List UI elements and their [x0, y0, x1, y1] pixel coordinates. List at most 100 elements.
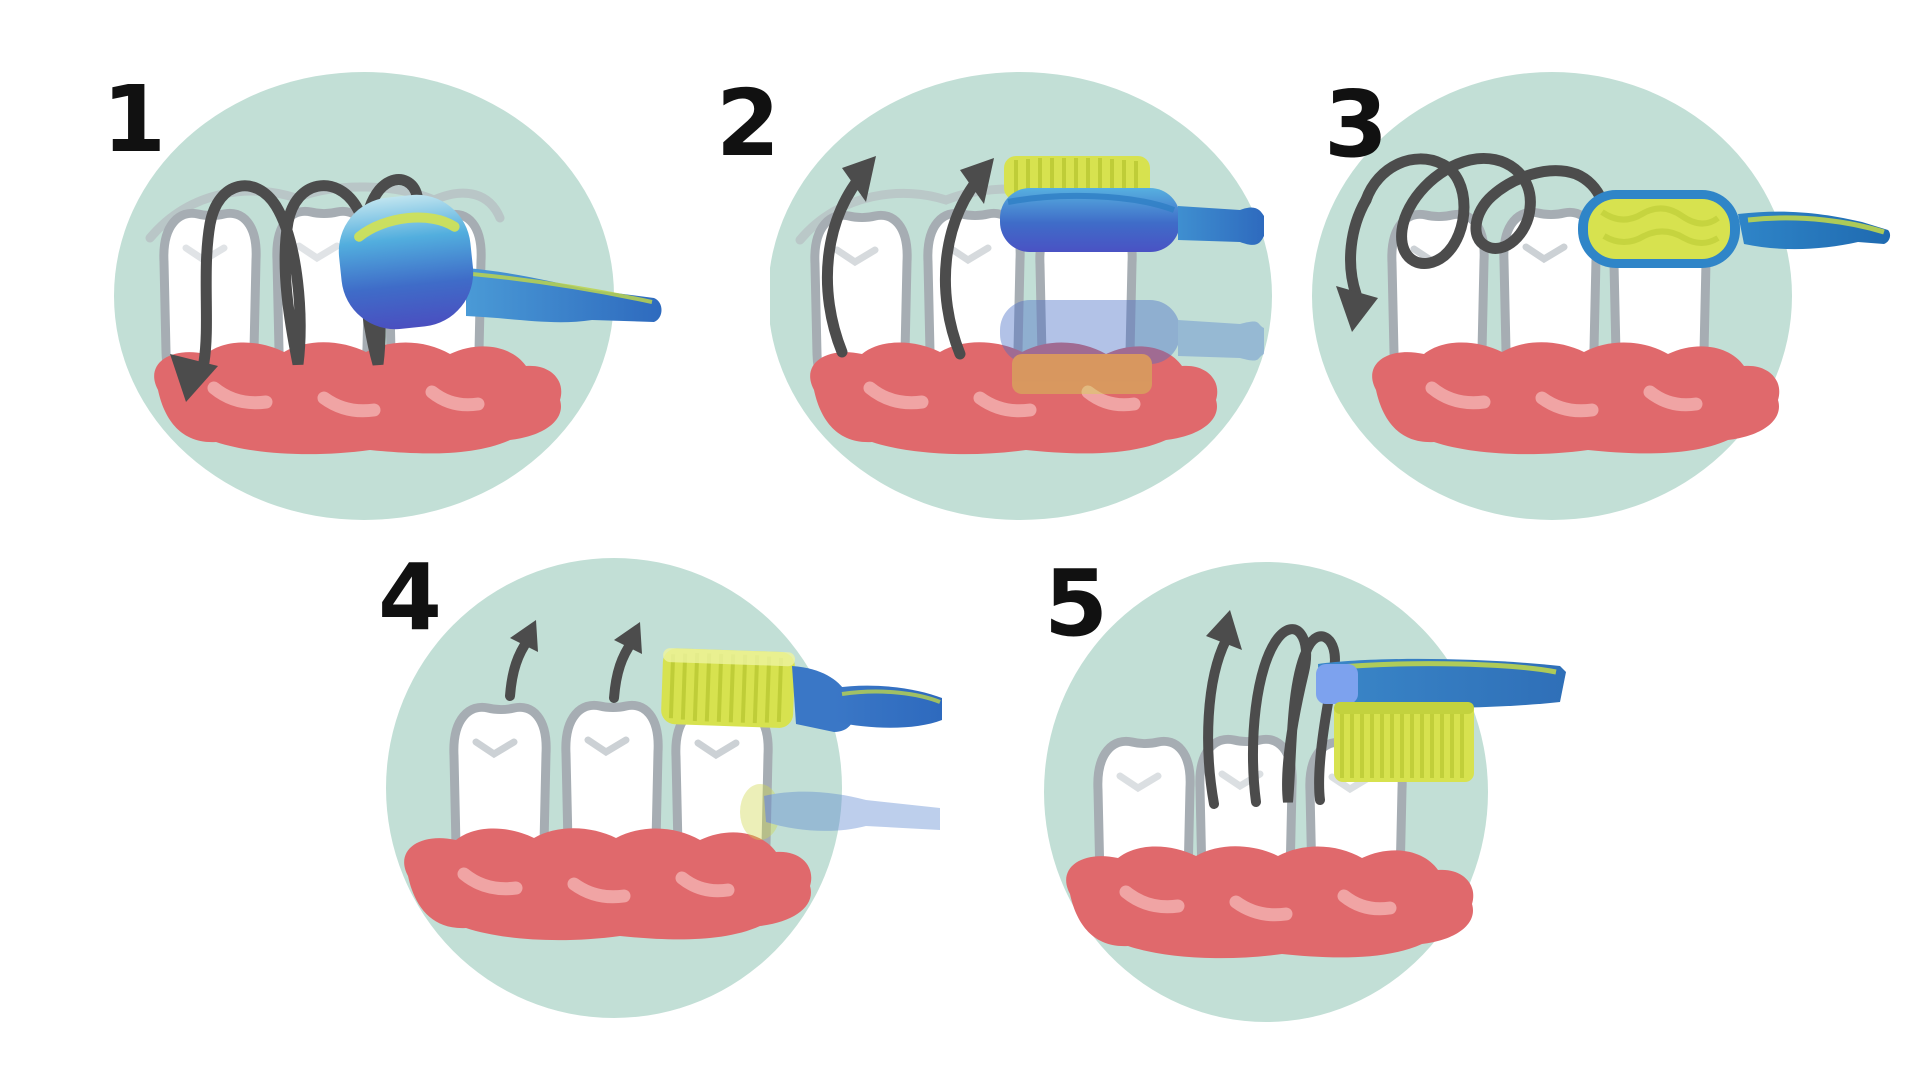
bristle-base: [1334, 702, 1474, 714]
tooth-groove: [1116, 772, 1162, 793]
tooth: [1609, 210, 1711, 409]
toothbrush-ghost: [1000, 300, 1264, 394]
step-circle: [386, 558, 842, 1018]
gum-highlight: [1643, 385, 1703, 412]
bristles: [1334, 702, 1474, 782]
tooth-groove: [584, 736, 630, 757]
tooth-groove: [182, 244, 228, 265]
step-circle: [114, 72, 614, 520]
step-3-illustration: [1312, 72, 1891, 520]
gum-highlight: [675, 871, 735, 898]
tooth: [449, 702, 551, 901]
arrowhead-up-icon: [842, 156, 876, 202]
brush-head-streak: [354, 212, 460, 242]
brush-head: [338, 194, 474, 330]
looping-motion-arrow: [1336, 153, 1611, 332]
gum-highlight: [207, 381, 273, 410]
bristles: [1004, 156, 1150, 200]
tooth-groove: [1218, 770, 1264, 791]
brush-head: [1578, 190, 1740, 268]
tooth: [1195, 734, 1297, 933]
teeth-row: [1093, 734, 1407, 936]
brush-neck-streak: [471, 272, 653, 304]
brush-handle: [1178, 206, 1264, 245]
gum-highlight: [1535, 391, 1599, 418]
spiral-motion-arrow: [170, 174, 424, 402]
tooth-groove: [1632, 246, 1678, 267]
gum-highlight: [1081, 385, 1141, 412]
gum-highlight: [1229, 895, 1293, 922]
tooth-groove: [1410, 245, 1456, 266]
tooth: [1035, 211, 1137, 410]
tooth-groove: [1522, 243, 1568, 264]
tooth: [1387, 209, 1489, 408]
upper-teeth-outline: [795, 184, 1151, 245]
gums: [404, 828, 812, 941]
brush-handle: [1738, 211, 1891, 250]
teeth-row: [1387, 207, 1711, 409]
teeth-row: [159, 206, 486, 408]
brush-handle-streak: [1327, 661, 1557, 675]
brush-head-cap: [1316, 664, 1358, 704]
step-5-number: 5: [1044, 550, 1109, 657]
bristle-texture: [1340, 706, 1464, 778]
bristle-texture: [1014, 158, 1138, 196]
brush-neck: [466, 268, 662, 323]
tooth-groove: [946, 244, 992, 265]
arrowhead-up-icon: [510, 620, 538, 652]
brush-handle: [1318, 658, 1566, 708]
tooth: [1305, 737, 1407, 936]
arrowhead-up-icon: [614, 622, 642, 654]
tooth: [810, 210, 912, 409]
tooth: [561, 700, 663, 899]
teeth-row: [449, 700, 773, 902]
tooth-groove: [833, 246, 879, 267]
gums: [154, 342, 562, 455]
bristles: [661, 648, 795, 728]
brush-handle-streak: [1747, 215, 1885, 235]
brush-head-rim: [1007, 192, 1176, 213]
tooth: [384, 209, 486, 408]
brush-head: [661, 648, 796, 728]
teeth-row: [810, 208, 1137, 410]
brush-handle: [834, 685, 942, 728]
gum-highlight: [1337, 889, 1397, 916]
toothbrush: [1000, 156, 1264, 252]
step-circle: [770, 72, 1272, 520]
gum-highlight: [1425, 381, 1491, 410]
gum-highlight: [567, 877, 631, 904]
bristles: [1588, 199, 1730, 259]
vertical-loop-arrow: [1203, 610, 1340, 809]
gum-highlight: [863, 381, 929, 410]
step-circle: [1044, 562, 1488, 1022]
tooth: [272, 206, 374, 405]
toothbrush: [1578, 190, 1891, 268]
tooth-groove: [1328, 773, 1374, 794]
toothbrush: [1316, 658, 1566, 782]
step-4-number: 4: [378, 544, 443, 651]
toothbrush: [338, 194, 662, 330]
gum-highlight: [317, 391, 381, 418]
gum-highlight: [1119, 885, 1185, 914]
brush-neck: [792, 666, 855, 732]
tooth-groove: [295, 242, 341, 263]
tooth-groove: [694, 739, 740, 760]
step-1-illustration: [114, 72, 662, 520]
tooth: [671, 703, 773, 902]
arrowhead-up-icon: [960, 158, 994, 204]
upper-teeth-outline: [145, 182, 505, 243]
gums: [1372, 342, 1780, 455]
gums: [1066, 846, 1474, 959]
arrowhead-up-icon: [1206, 610, 1242, 650]
brush-handle-streak: [841, 689, 941, 704]
arrowhead-down-icon: [170, 354, 218, 402]
toothbrush-ghost: [740, 784, 940, 840]
tooth: [159, 208, 261, 407]
step-3-number: 3: [1324, 71, 1389, 178]
step-1-number: 1: [102, 66, 167, 173]
step-2-number: 2: [716, 70, 781, 177]
up-motion-arrows: [821, 156, 994, 360]
gum-highlight: [973, 391, 1037, 418]
step-4-illustration: [386, 558, 942, 1018]
